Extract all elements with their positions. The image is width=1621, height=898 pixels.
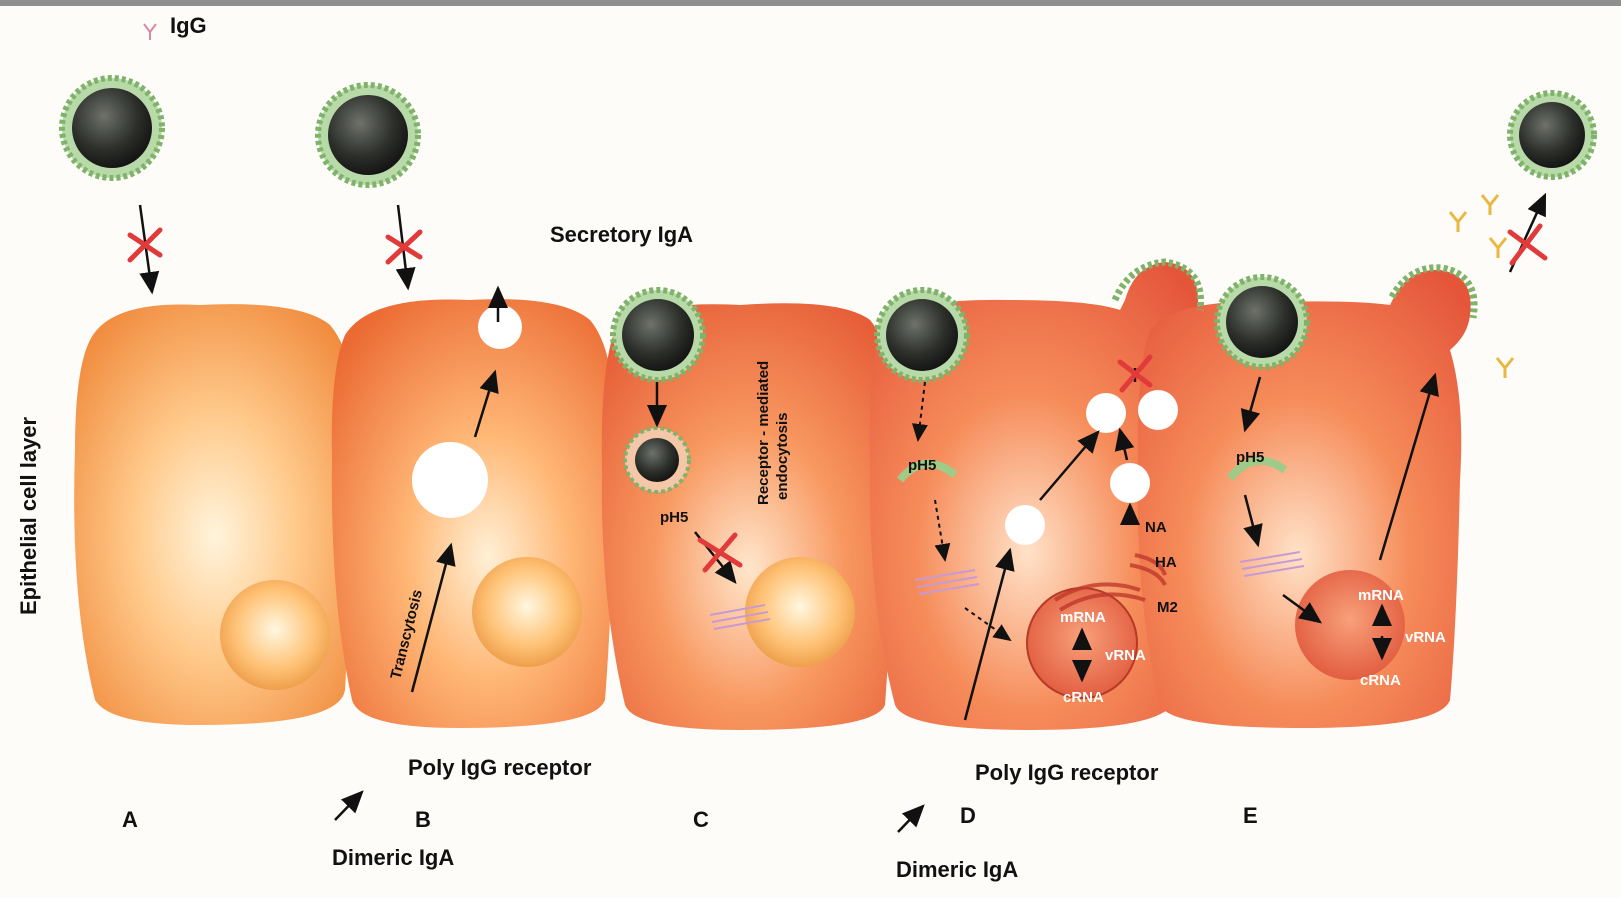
panel-letter-d: D [960,803,976,828]
label-dimeric-iga-d: Dimeric IgA [896,857,1018,882]
panel-letter-a: A [122,807,138,832]
label-m2: M2 [1157,599,1178,616]
label-na: NA [1145,519,1167,536]
cell-b [332,299,616,728]
virus-released [1510,93,1594,177]
label-mrna-e: mRNA [1358,587,1404,604]
nucleus-b [472,557,582,667]
virus-a [62,78,162,178]
vesicle-b-mid [412,442,488,518]
label-receptor-endocytosis-1: Receptor - mediated [755,361,772,505]
label-crna-e: cRNA [1360,672,1401,689]
panel-letter-b: B [415,807,431,832]
arrow-b-dimeric [335,792,362,820]
vesicle-d-4 [1138,390,1178,430]
nucleus-c [745,557,855,667]
label-crna-d: cRNA [1063,689,1104,706]
vesicle-d-2 [1110,463,1150,503]
side-label: Epithelial cell layer [16,416,41,615]
label-vrna-e: vRNA [1405,629,1446,646]
antibody-legend-icon [144,24,156,40]
label-poly-igg-receptor-d: Poly IgG receptor [975,760,1159,785]
label-ph5-d: pH5 [908,457,936,474]
panel-letter-e: E [1243,803,1258,828]
virus-e [1217,277,1307,367]
vesicle-d-1 [1005,505,1045,545]
cell-a [74,304,356,725]
virus-d [877,290,967,380]
label-igg: IgG [170,13,207,38]
vesicle-b-top [478,305,522,349]
label-ha: HA [1155,554,1177,571]
arrow-d-dimeric [898,806,923,832]
label-vrna-d: vRNA [1105,647,1146,664]
label-ph5-e: pH5 [1236,449,1264,466]
label-dimeric-iga-b: Dimeric IgA [332,845,454,870]
vesicle-d-3 [1086,393,1126,433]
label-poly-igg-receptor-b: Poly IgG receptor [408,755,592,780]
nucleus-a [220,580,330,690]
label-receptor-endocytosis-2: endocytosis [774,412,791,500]
panel-letter-c: C [693,807,709,832]
virus-c-endosome [625,428,689,492]
label-secretory-iga: Secretory IgA [550,222,693,247]
virus-b [318,85,418,185]
label-ph5-c: pH5 [660,509,688,526]
label-mrna-d: mRNA [1060,609,1106,626]
virus-c [613,290,703,380]
